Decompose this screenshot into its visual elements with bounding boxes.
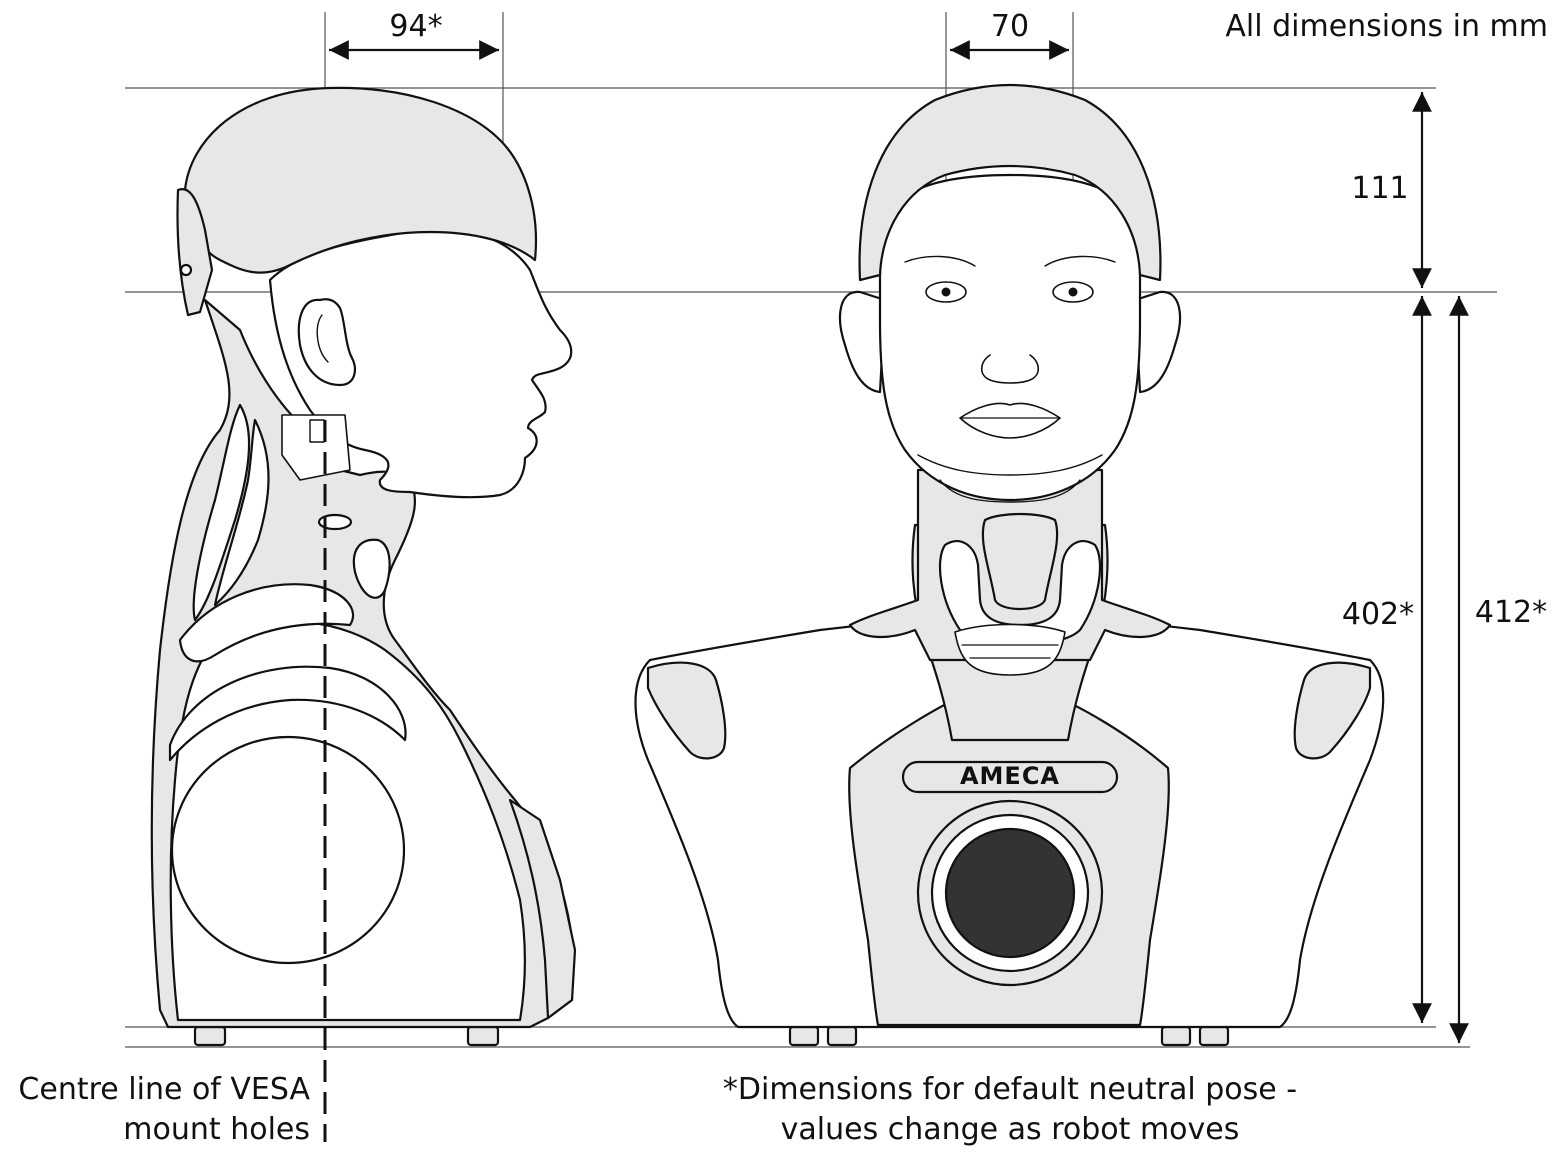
vesa-caption-line-2: mount holes: [123, 1112, 310, 1147]
side-rear-plate: [176, 187, 214, 317]
front-chin: [939, 479, 1081, 503]
front-ear-right: [1133, 290, 1182, 394]
dimension-arrows: [329, 40, 1469, 1043]
side-neck-bracket: [309, 419, 325, 443]
vesa-caption-line-1: Centre line of VESA: [18, 1072, 310, 1107]
front-speaker-grille: [944, 827, 1076, 959]
front-chest-vent: [954, 623, 1066, 676]
front-foot-2: [826, 1025, 858, 1047]
brand-logo-text: AMECA: [959, 762, 1061, 790]
front-brow-right: [1044, 255, 1116, 267]
side-ear-fold: [316, 314, 329, 363]
front-pupil-right: [1068, 287, 1078, 297]
side-view-robot: [150, 86, 577, 1047]
side-neck-mech: [281, 414, 351, 481]
footnote-line-2: values change as robot moves: [780, 1112, 1240, 1147]
dimension-label-412: 412*: [1474, 595, 1548, 630]
front-face: [878, 173, 1142, 502]
front-neck-center: [981, 512, 1059, 610]
dimension-label-111: 111: [1351, 171, 1409, 206]
front-brand-plate: [901, 760, 1119, 794]
side-skull-cap: [183, 86, 537, 274]
front-jaw: [917, 454, 1103, 476]
front-shoulder-pad-right: [1293, 661, 1372, 760]
side-neck-hole: [317, 513, 353, 531]
front-foot-1: [788, 1025, 820, 1047]
front-head-cap: [858, 83, 1162, 282]
front-ear-left: [838, 290, 887, 394]
footnote-line-1: *Dimensions for default neutral pose -: [722, 1072, 1298, 1107]
front-view-robot: [634, 83, 1385, 1047]
side-foot-front: [466, 1025, 500, 1047]
side-shoulder-oval: [170, 735, 406, 965]
units-note: All dimensions in mm: [1225, 9, 1548, 44]
side-foot-rear: [193, 1025, 227, 1047]
front-nose: [980, 354, 1040, 384]
side-rear-plate-bolt: [179, 263, 193, 277]
front-foot-4: [1198, 1025, 1230, 1047]
dimension-label-70: 70: [990, 9, 1030, 44]
front-pupil-left: [941, 287, 951, 297]
side-rib-cutout-2: [213, 418, 270, 607]
dimension-label-94: 94*: [389, 9, 443, 44]
side-back-ridge: [508, 798, 577, 1020]
vesa-line-caption: Centre line of VESA mount holes: [8, 1070, 310, 1150]
footnote-caption: *Dimensions for default neutral pose - v…: [680, 1070, 1340, 1150]
front-foot-3: [1160, 1025, 1192, 1047]
side-neck-slot: [352, 538, 391, 599]
dimension-label-402: 402*: [1341, 597, 1415, 632]
front-shoulder-pad-left: [646, 661, 727, 760]
side-collar-strap: [168, 665, 407, 762]
side-rib-cutout-1: [192, 403, 251, 622]
side-shoulder-blade: [178, 583, 355, 663]
side-ear: [297, 298, 356, 387]
front-brow-left: [904, 255, 976, 267]
